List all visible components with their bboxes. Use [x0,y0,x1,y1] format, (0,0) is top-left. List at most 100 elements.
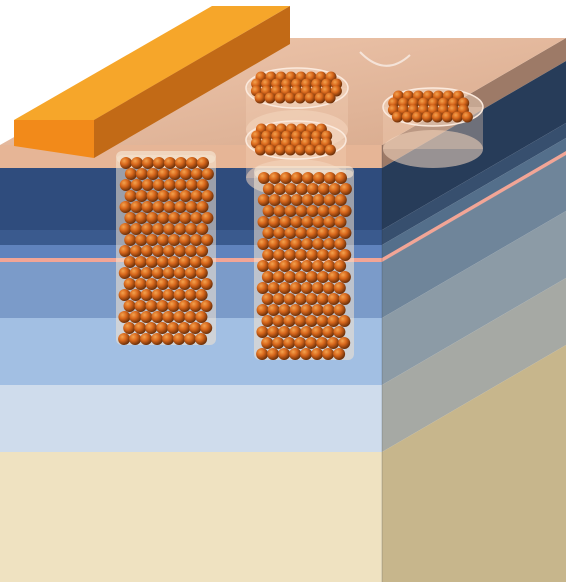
pillar-right-ball-113 [267,326,280,338]
pillar-right-ball-5 [313,172,325,184]
pillar-left-ball-106 [145,300,158,312]
pillar-left-ball-45 [179,212,192,224]
pillar-right-ball-72 [261,271,274,283]
hole-right-ball-24 [401,111,413,123]
pillar-right-ball-20 [301,194,314,206]
pillar-right-ball-60 [306,249,319,261]
quantum-well-stack-side [382,138,566,262]
pillar-left-ball-119 [195,311,208,323]
pillar-left-ball-127 [200,322,213,334]
hole-middle-ball-23 [254,144,266,156]
pillar-right-ball-63 [339,249,352,261]
pillar-left-ball-93 [178,278,191,290]
pillar-left-ball-118 [184,311,197,323]
pillar-right-ball-100 [300,304,313,316]
hole-upper-center-ball-30 [294,92,306,104]
navy-layer-side [382,123,566,245]
pillar-right-ball-124 [305,337,318,349]
pillar-right-ball-79 [338,271,351,283]
pillar-left-ball-55 [196,223,209,235]
pillar-right-ball-66 [279,260,292,272]
pillar-right-ball-18 [279,194,292,206]
pillar-left-ball-109 [178,300,191,312]
pillar-left-ball-29 [179,190,192,202]
pillar-left-ball-4 [164,157,176,169]
pillar-right-ball-110 [327,315,340,327]
pillar-left-ball-44 [168,212,181,224]
pillar-right-ball-108 [305,315,318,327]
pillar-right-ball-21 [312,194,325,206]
pillar-right-ball-84 [300,282,313,294]
hole-upper-center-ball-26 [254,92,266,104]
pillar-right-ball-105 [272,315,285,327]
hole-middle-ball-30 [324,144,336,156]
pillar-left-ball-68 [163,245,176,257]
pillar-left-ball-87 [195,267,208,279]
pillar-left-ball-57 [135,234,148,246]
pillar-left-ball-96 [118,289,131,301]
pillar-left-ball-26 [146,190,159,202]
pillar-left-ball-83 [151,267,164,279]
pillar-left-ball-135 [195,333,208,345]
pillar-left-ball-97 [129,289,142,301]
pillar-left-ball-132 [162,333,175,345]
pillar-left-ball-130 [140,333,153,345]
pillar-right-ball-81 [267,282,280,294]
pillar-right-ball-59 [295,249,308,261]
pillar-right-ball-3 [291,172,303,184]
pillar-right-ball-80 [256,282,269,294]
pillar-right-ball-26 [284,205,297,217]
pillar-right-ball-67 [290,260,303,272]
hole-middle-ball-24 [264,144,276,156]
pillar-left-ball-41 [135,212,148,224]
pillar-right-ball-95 [338,293,351,305]
pillar-left-ball-39 [196,201,209,213]
pillar-right-ball-122 [283,337,296,349]
pillar-right-ball-102 [322,304,335,316]
pillar-left-ball-60 [168,234,181,246]
pillar-right-ball-62 [328,249,341,261]
pillar-left-ball-116 [162,311,175,323]
pillar-left-ball-78 [189,256,202,268]
pillar-right-ball-16 [257,194,270,206]
pillar-right-ball-119 [333,326,346,338]
pillar-right-ball-64 [257,260,270,272]
pillar-right-ball-131 [289,348,302,360]
pillar-left-ball-59 [157,234,170,246]
pale-blue-layer-side [382,278,566,452]
pillar-left-ball-111 [200,300,213,312]
pillar-right-ball-74 [283,271,296,283]
pillar-right-ball-77 [316,271,329,283]
pillar-right-ball-94 [327,293,340,305]
pillar-right-ball-2 [280,172,292,184]
pillar-right-ball-54 [323,238,336,250]
pillar-left-ball-79 [200,256,213,268]
pillar-left-ball-85 [173,267,186,279]
pillar-right-ball-49 [268,238,281,250]
hole-middle-ball-29 [314,144,326,156]
pillar-left-ball-100 [162,289,175,301]
pillar-left-ball-65 [130,245,143,257]
pillar-left-ball-104 [123,300,136,312]
pale-blue-layer-front [0,385,382,452]
pillar-right-ball-65 [268,260,281,272]
pillar-right-ball-93 [316,293,329,305]
pillar-left-ball-102 [184,289,197,301]
pillar-left-ball-25 [135,190,148,202]
pillar-right-ball-51 [290,238,303,250]
hole-right-ball-25 [411,111,423,123]
pillar-left [116,151,216,345]
pillar-right-ball-116 [300,326,313,338]
hole-upper-center-ball-25 [330,85,342,97]
hole-middle-ball-28 [304,144,316,156]
pillar-right-ball-8 [262,183,275,195]
pillar-right-ball-25 [273,205,286,217]
pillar-right-ball-47 [339,227,352,239]
pillar-left-ball-64 [119,245,132,257]
pillar-right-ball-37 [312,216,325,228]
pillar-right-ball-50 [279,238,292,250]
pillar-left-ball-63 [201,234,214,246]
pillar-left-ball-70 [185,245,198,257]
pillar-right-ball-132 [300,348,313,360]
